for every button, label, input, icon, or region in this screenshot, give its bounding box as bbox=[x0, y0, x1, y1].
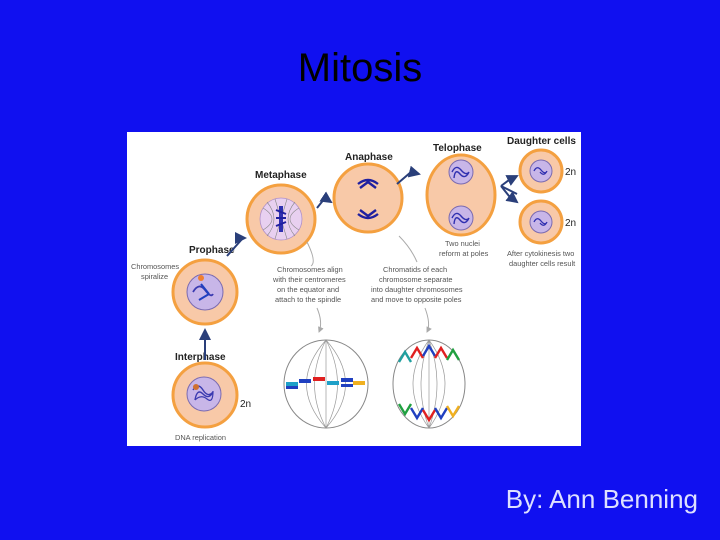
author-byline: By: Ann Benning bbox=[505, 484, 698, 514]
anaphase-label: Anaphase bbox=[345, 152, 393, 163]
metaphase-note-line-1: Chromosomes align bbox=[277, 265, 343, 274]
mitosis-diagram: Interphase 2n DNA replication Prophase C… bbox=[127, 132, 581, 446]
metaphase-note-line-4: attach to the spindle bbox=[275, 295, 341, 304]
chromosomes-spiralize-line-1: Chromosomes bbox=[131, 262, 179, 271]
daughter-note-line-1: After cytokinesis two bbox=[507, 249, 574, 258]
anaphase-note-line-2: chromosome separate bbox=[379, 275, 453, 284]
telophase-note-line-1: Two nuclei bbox=[445, 239, 480, 248]
interphase-label: Interphase bbox=[175, 352, 226, 363]
metaphase-note-line-3: on the equator and bbox=[277, 285, 339, 294]
anaphase-chromatid-detail bbox=[392, 339, 466, 429]
anaphase-note-line-1: Chromatids of each bbox=[383, 265, 447, 274]
arrow-anaphase-telophase bbox=[396, 165, 421, 185]
metaphase-cell bbox=[245, 183, 317, 255]
interphase-cell bbox=[171, 361, 239, 429]
telophase-cell bbox=[425, 153, 497, 237]
telophase-note-line-2: reform at poles bbox=[439, 249, 489, 258]
metaphase-note-line-2: with their centromeres bbox=[272, 275, 346, 284]
daughter-note-line-2: daughter cells result bbox=[509, 259, 575, 268]
anaphase-note-line-4: and move to opposite poles bbox=[371, 295, 462, 304]
prophase-label: Prophase bbox=[189, 245, 235, 256]
anaphase-cell bbox=[332, 162, 404, 234]
daughter-cell-top bbox=[518, 148, 564, 194]
anaphase-callout-lower bbox=[424, 307, 432, 333]
daughter-cell-bottom bbox=[518, 199, 564, 245]
ploidy-daughter-bottom: 2n bbox=[565, 218, 576, 229]
telophase-label: Telophase bbox=[433, 143, 482, 154]
metaphase-label: Metaphase bbox=[255, 170, 307, 181]
slide-title: Mitosis bbox=[297, 46, 423, 90]
chromosomes-spiralize-line-2: spiralize bbox=[141, 272, 168, 281]
arrow-to-daughter-bottom bbox=[500, 185, 519, 204]
metaphase-spindle-detail bbox=[283, 339, 369, 429]
metaphase-callout-upper bbox=[306, 241, 314, 267]
anaphase-callout-upper bbox=[398, 235, 418, 263]
dna-replication-note: DNA replication bbox=[175, 433, 226, 442]
arrow-to-daughter-top bbox=[500, 175, 519, 187]
ploidy-interphase: 2n bbox=[240, 399, 251, 410]
arrow-metaphase-anaphase bbox=[316, 191, 333, 209]
anaphase-note-line-3: into daughter chromosomes bbox=[371, 285, 463, 294]
metaphase-callout-lower bbox=[316, 307, 324, 333]
arrow-prophase-metaphase bbox=[226, 232, 247, 257]
prophase-cell bbox=[171, 258, 239, 326]
daughter-cells-label: Daughter cells bbox=[507, 136, 576, 147]
ploidy-daughter-top: 2n bbox=[565, 167, 576, 178]
